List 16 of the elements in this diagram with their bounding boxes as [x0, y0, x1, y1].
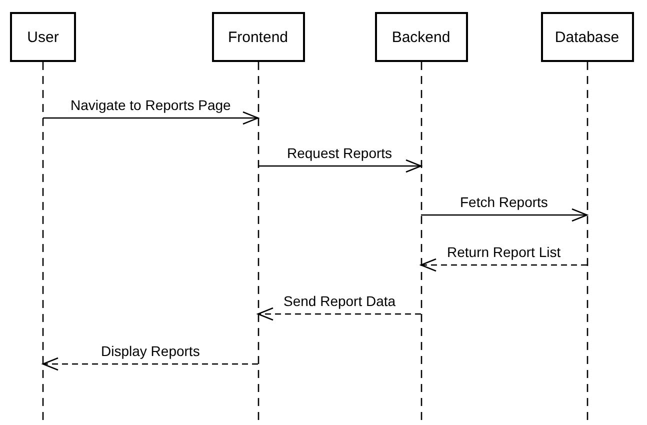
- participant-box: Database: [540, 12, 634, 62]
- message-arrow: [258, 159, 422, 173]
- return-message-arrow: [420, 258, 587, 272]
- return-message-arrow: [257, 307, 421, 321]
- edge-label: Return Report List: [445, 244, 563, 260]
- message-arrow: [43, 111, 259, 125]
- participant-box: Backend: [374, 12, 468, 62]
- participant-box: User: [10, 12, 76, 62]
- edge-label: Navigate to Reports Page: [68, 97, 233, 113]
- edge-label: Send Report Data: [282, 293, 398, 309]
- edge-label: Display Reports: [99, 343, 202, 359]
- edge-label: Fetch Reports: [458, 194, 550, 210]
- participant-box: Frontend: [212, 12, 304, 62]
- message-arrow: [421, 208, 588, 222]
- edge-label: Request Reports: [285, 145, 394, 161]
- return-message-arrow: [42, 357, 258, 371]
